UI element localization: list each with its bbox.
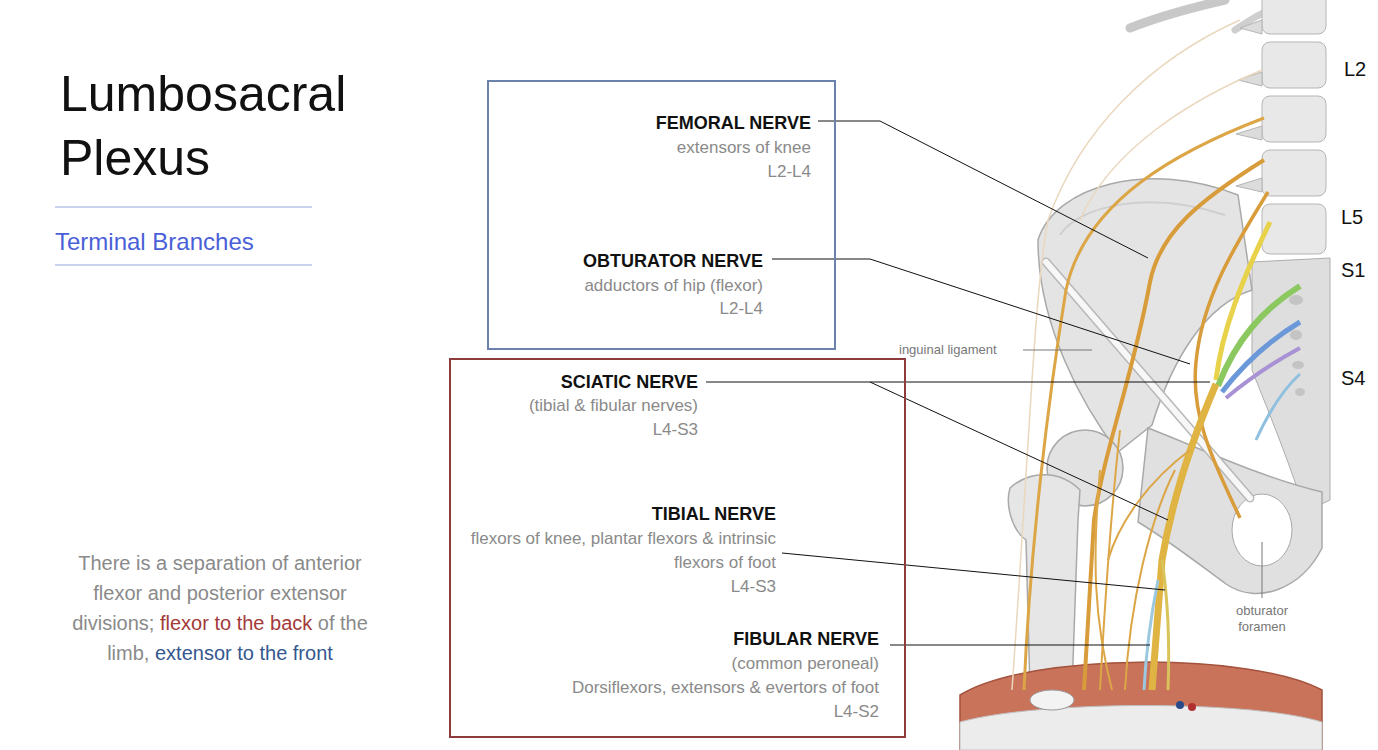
leader-line	[782, 553, 1165, 590]
thigh-section	[960, 662, 1322, 750]
nerve-name: SCIATIC NERVE	[561, 370, 698, 394]
structure-label: obturator foramen	[1226, 603, 1298, 635]
leader-line	[818, 121, 1148, 258]
sacral-foramen	[1295, 388, 1305, 396]
leader-line	[870, 382, 1168, 520]
note-text: extensor to the front	[155, 642, 333, 664]
subtitle: Terminal Branches	[55, 227, 254, 256]
sciatic-nerve	[1152, 384, 1216, 690]
slide-title: Lumbosacral Plexus	[60, 62, 390, 190]
nerve-detail: Dorsiflexors, extensors & evertors of fo…	[572, 676, 879, 700]
vertebra	[1262, 150, 1326, 196]
sacral-foramen	[1290, 330, 1302, 340]
sacral-foramen	[1292, 361, 1304, 369]
vertebra-level: L5	[1341, 205, 1363, 229]
nerve-detail: L2-L4	[720, 297, 763, 321]
vertebra	[1262, 42, 1326, 88]
femoral-branch	[1096, 470, 1112, 690]
s3-root	[1226, 348, 1300, 398]
gluteal-branch	[1108, 450, 1190, 560]
femur-section	[1030, 690, 1074, 710]
vertebra-level: S4	[1341, 366, 1365, 390]
s2-root	[1222, 322, 1300, 392]
note-text: flexor to the back	[160, 612, 312, 634]
title-rule	[55, 264, 312, 265]
s4-root	[1256, 374, 1300, 440]
structure-label: inguinal ligament	[899, 342, 997, 358]
vessel	[1176, 701, 1184, 709]
gluteal-branch	[1125, 470, 1175, 690]
title-rule	[55, 206, 312, 207]
vertebra	[1262, 96, 1326, 142]
nerve-detail: L4-S3	[653, 418, 698, 442]
nerve-name: OBTURATOR NERVE	[583, 249, 763, 273]
section-base	[960, 706, 1322, 750]
cutaneous-nerve	[1012, 20, 1240, 690]
leader-line	[1023, 350, 1092, 351]
leader-line	[890, 645, 1150, 646]
nerve-detail: flexors of knee, plantar flexors & intri…	[456, 527, 776, 575]
nerve-name: FEMORAL NERVE	[656, 111, 811, 135]
pubis-ischium	[1138, 428, 1322, 593]
vertebra	[1262, 0, 1326, 34]
tibial-nerve	[1162, 560, 1169, 690]
nerve-group-box: SCIATIC NERVE(tibial & fibular nerves)L4…	[449, 358, 906, 738]
vertebra-level: S1	[1341, 258, 1365, 282]
rib	[1130, 0, 1225, 28]
nerve-group-box: FEMORAL NERVEextensors of kneeL2-L4OBTUR…	[487, 80, 836, 350]
nerve-detail: L4-S2	[834, 700, 879, 724]
nerve-detail: adductors of hip (flexor)	[584, 274, 763, 298]
fibular-nerve	[1144, 580, 1158, 690]
transverse-process	[1236, 20, 1262, 192]
vertebra	[1262, 204, 1326, 254]
vertebra-level: L2	[1344, 57, 1366, 81]
nerve-name: TIBIAL NERVE	[652, 502, 776, 526]
nerve-detail: L2-L4	[768, 160, 811, 184]
lumbosacral-trunk	[1216, 222, 1270, 380]
cutaneous-nerve	[1080, 70, 1262, 220]
nerve-detail: (common peroneal)	[732, 652, 879, 676]
nerve-detail: extensors of knee	[677, 136, 811, 160]
nerve-name: FIBULAR NERVE	[733, 627, 879, 651]
leader-line	[1262, 542, 1263, 598]
sacral-foramen	[1289, 295, 1303, 305]
nerve-detail: L4-S3	[731, 575, 776, 599]
nerve-detail: (tibial & fibular nerves)	[529, 394, 698, 418]
vessel	[1188, 703, 1196, 711]
leader-line	[706, 382, 1210, 383]
